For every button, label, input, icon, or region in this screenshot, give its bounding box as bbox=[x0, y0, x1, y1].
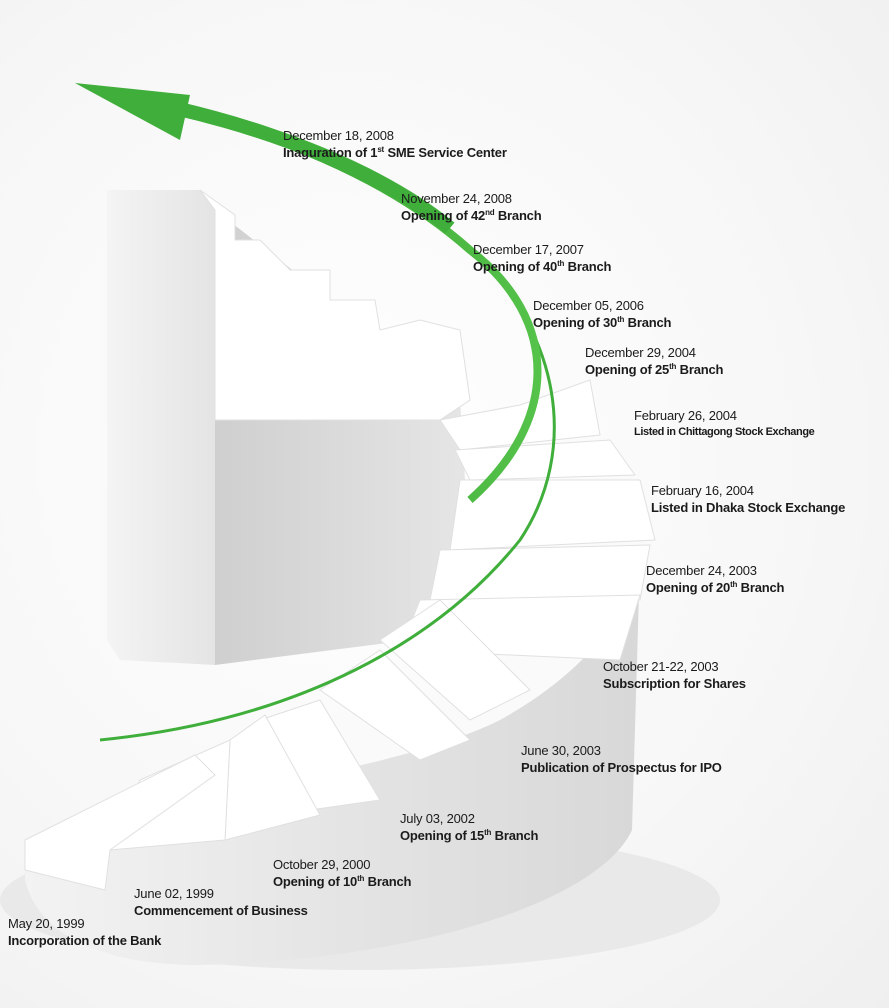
ordinal-suffix: th bbox=[669, 362, 677, 371]
event-text: Opening of 42 bbox=[401, 208, 486, 223]
event-text-rest: Branch bbox=[624, 315, 672, 330]
milestone-date: February 16, 2004 bbox=[651, 483, 754, 498]
milestone-label: December 29, 2004 Opening of 25th Branch bbox=[585, 344, 723, 378]
milestone-event: Listed in Dhaka Stock Exchange bbox=[651, 499, 845, 516]
event-text-rest: SME Service Center bbox=[384, 145, 507, 160]
milestone-label: February 16, 2004 Listed in Dhaka Stock … bbox=[651, 482, 845, 516]
event-text-rest: Branch bbox=[737, 580, 785, 595]
milestone-event: Opening of 30th Branch bbox=[533, 314, 671, 331]
milestone-event: Listed in Chittagong Stock Exchange bbox=[634, 424, 815, 441]
event-text: Listed in Chittagong Stock Exchange bbox=[634, 426, 815, 438]
ordinal-suffix: st bbox=[377, 145, 385, 154]
milestone-event: Opening of 40th Branch bbox=[473, 258, 611, 275]
event-text: Opening of 20 bbox=[646, 580, 731, 595]
milestone-label: June 02, 1999 Commencement of Business bbox=[134, 885, 308, 919]
milestone-label: December 17, 2007 Opening of 40th Branch bbox=[473, 241, 611, 275]
growth-arrow-shaft-upper bbox=[173, 101, 455, 234]
milestone-date: December 24, 2003 bbox=[646, 563, 757, 578]
staircase-base bbox=[25, 560, 640, 965]
milestone-label: December 18, 2008 Inaguration of 1st SME… bbox=[283, 127, 507, 161]
milestone-event: Inaguration of 1st SME Service Center bbox=[283, 144, 507, 161]
column-left-face bbox=[107, 190, 215, 665]
event-text-rest: Branch bbox=[564, 259, 612, 274]
milestone-event: Opening of 20th Branch bbox=[646, 579, 784, 596]
event-text: Incorporation of the Bank bbox=[8, 933, 162, 948]
milestone-date: December 05, 2006 bbox=[533, 298, 644, 313]
milestone-event: Incorporation of the Bank bbox=[8, 932, 161, 949]
milestone-event: Subscription for Shares bbox=[603, 675, 746, 692]
event-text-rest: Branch bbox=[364, 874, 412, 889]
milestone-event: Publication of Prospectus for IPO bbox=[521, 759, 722, 776]
milestone-date: December 18, 2008 bbox=[283, 128, 394, 143]
milestone-label: October 21-22, 2003 Subscription for Sha… bbox=[603, 658, 746, 692]
milestone-label: December 05, 2006 Opening of 30th Branch bbox=[533, 297, 671, 331]
event-text: Opening of 10 bbox=[273, 874, 358, 889]
milestone-date: October 29, 2000 bbox=[273, 857, 371, 872]
event-text-rest: Branch bbox=[676, 362, 724, 377]
event-text: Publication of Prospectus for IPO bbox=[521, 760, 722, 775]
ordinal-suffix: th bbox=[357, 874, 365, 883]
event-text: Listed in Dhaka Stock Exchange bbox=[651, 500, 846, 515]
milestone-label: May 20, 1999 Incorporation of the Bank bbox=[8, 915, 161, 949]
ordinal-suffix: th bbox=[617, 315, 625, 324]
milestone-date: May 20, 1999 bbox=[8, 916, 85, 931]
milestone-date: February 26, 2004 bbox=[634, 408, 737, 423]
event-text-rest: Branch bbox=[494, 208, 542, 223]
milestone-label: July 03, 2002 Opening of 15th Branch bbox=[400, 810, 538, 844]
milestone-label: November 24, 2008 Opening of 42nd Branch bbox=[401, 190, 542, 224]
milestone-event: Commencement of Business bbox=[134, 902, 308, 919]
milestone-date: June 02, 1999 bbox=[134, 886, 214, 901]
milestone-date: November 24, 2008 bbox=[401, 191, 512, 206]
event-text: Subscription for Shares bbox=[603, 676, 746, 691]
milestone-event: Opening of 10th Branch bbox=[273, 873, 411, 890]
milestone-event: Opening of 15th Branch bbox=[400, 827, 538, 844]
milestone-date: December 29, 2004 bbox=[585, 345, 696, 360]
milestone-label: June 30, 2003 Publication of Prospectus … bbox=[521, 742, 722, 776]
event-text: Opening of 25 bbox=[585, 362, 670, 377]
ordinal-suffix: th bbox=[557, 259, 565, 268]
event-text-rest: Branch bbox=[491, 828, 539, 843]
growth-arrow-head-icon bbox=[75, 83, 190, 140]
milestone-label: February 26, 2004 Listed in Chittagong S… bbox=[634, 407, 815, 441]
event-text: Inaguration of 1 bbox=[283, 145, 378, 160]
milestone-label: October 29, 2000 Opening of 10th Branch bbox=[273, 856, 411, 890]
milestone-event: Opening of 25th Branch bbox=[585, 361, 723, 378]
event-text: Opening of 40 bbox=[473, 259, 558, 274]
ordinal-suffix: th bbox=[730, 580, 738, 589]
event-text: Commencement of Business bbox=[134, 903, 308, 918]
milestone-event: Opening of 42nd Branch bbox=[401, 207, 542, 224]
milestone-label: December 24, 2003 Opening of 20th Branch bbox=[646, 562, 784, 596]
milestone-date: June 30, 2003 bbox=[521, 743, 601, 758]
event-text: Opening of 15 bbox=[400, 828, 485, 843]
event-text: Opening of 30 bbox=[533, 315, 618, 330]
milestone-date: December 17, 2007 bbox=[473, 242, 584, 257]
ordinal-suffix: th bbox=[484, 828, 492, 837]
milestone-date: July 03, 2002 bbox=[400, 811, 475, 826]
ordinal-suffix: nd bbox=[485, 208, 495, 217]
milestone-date: October 21-22, 2003 bbox=[603, 659, 719, 674]
